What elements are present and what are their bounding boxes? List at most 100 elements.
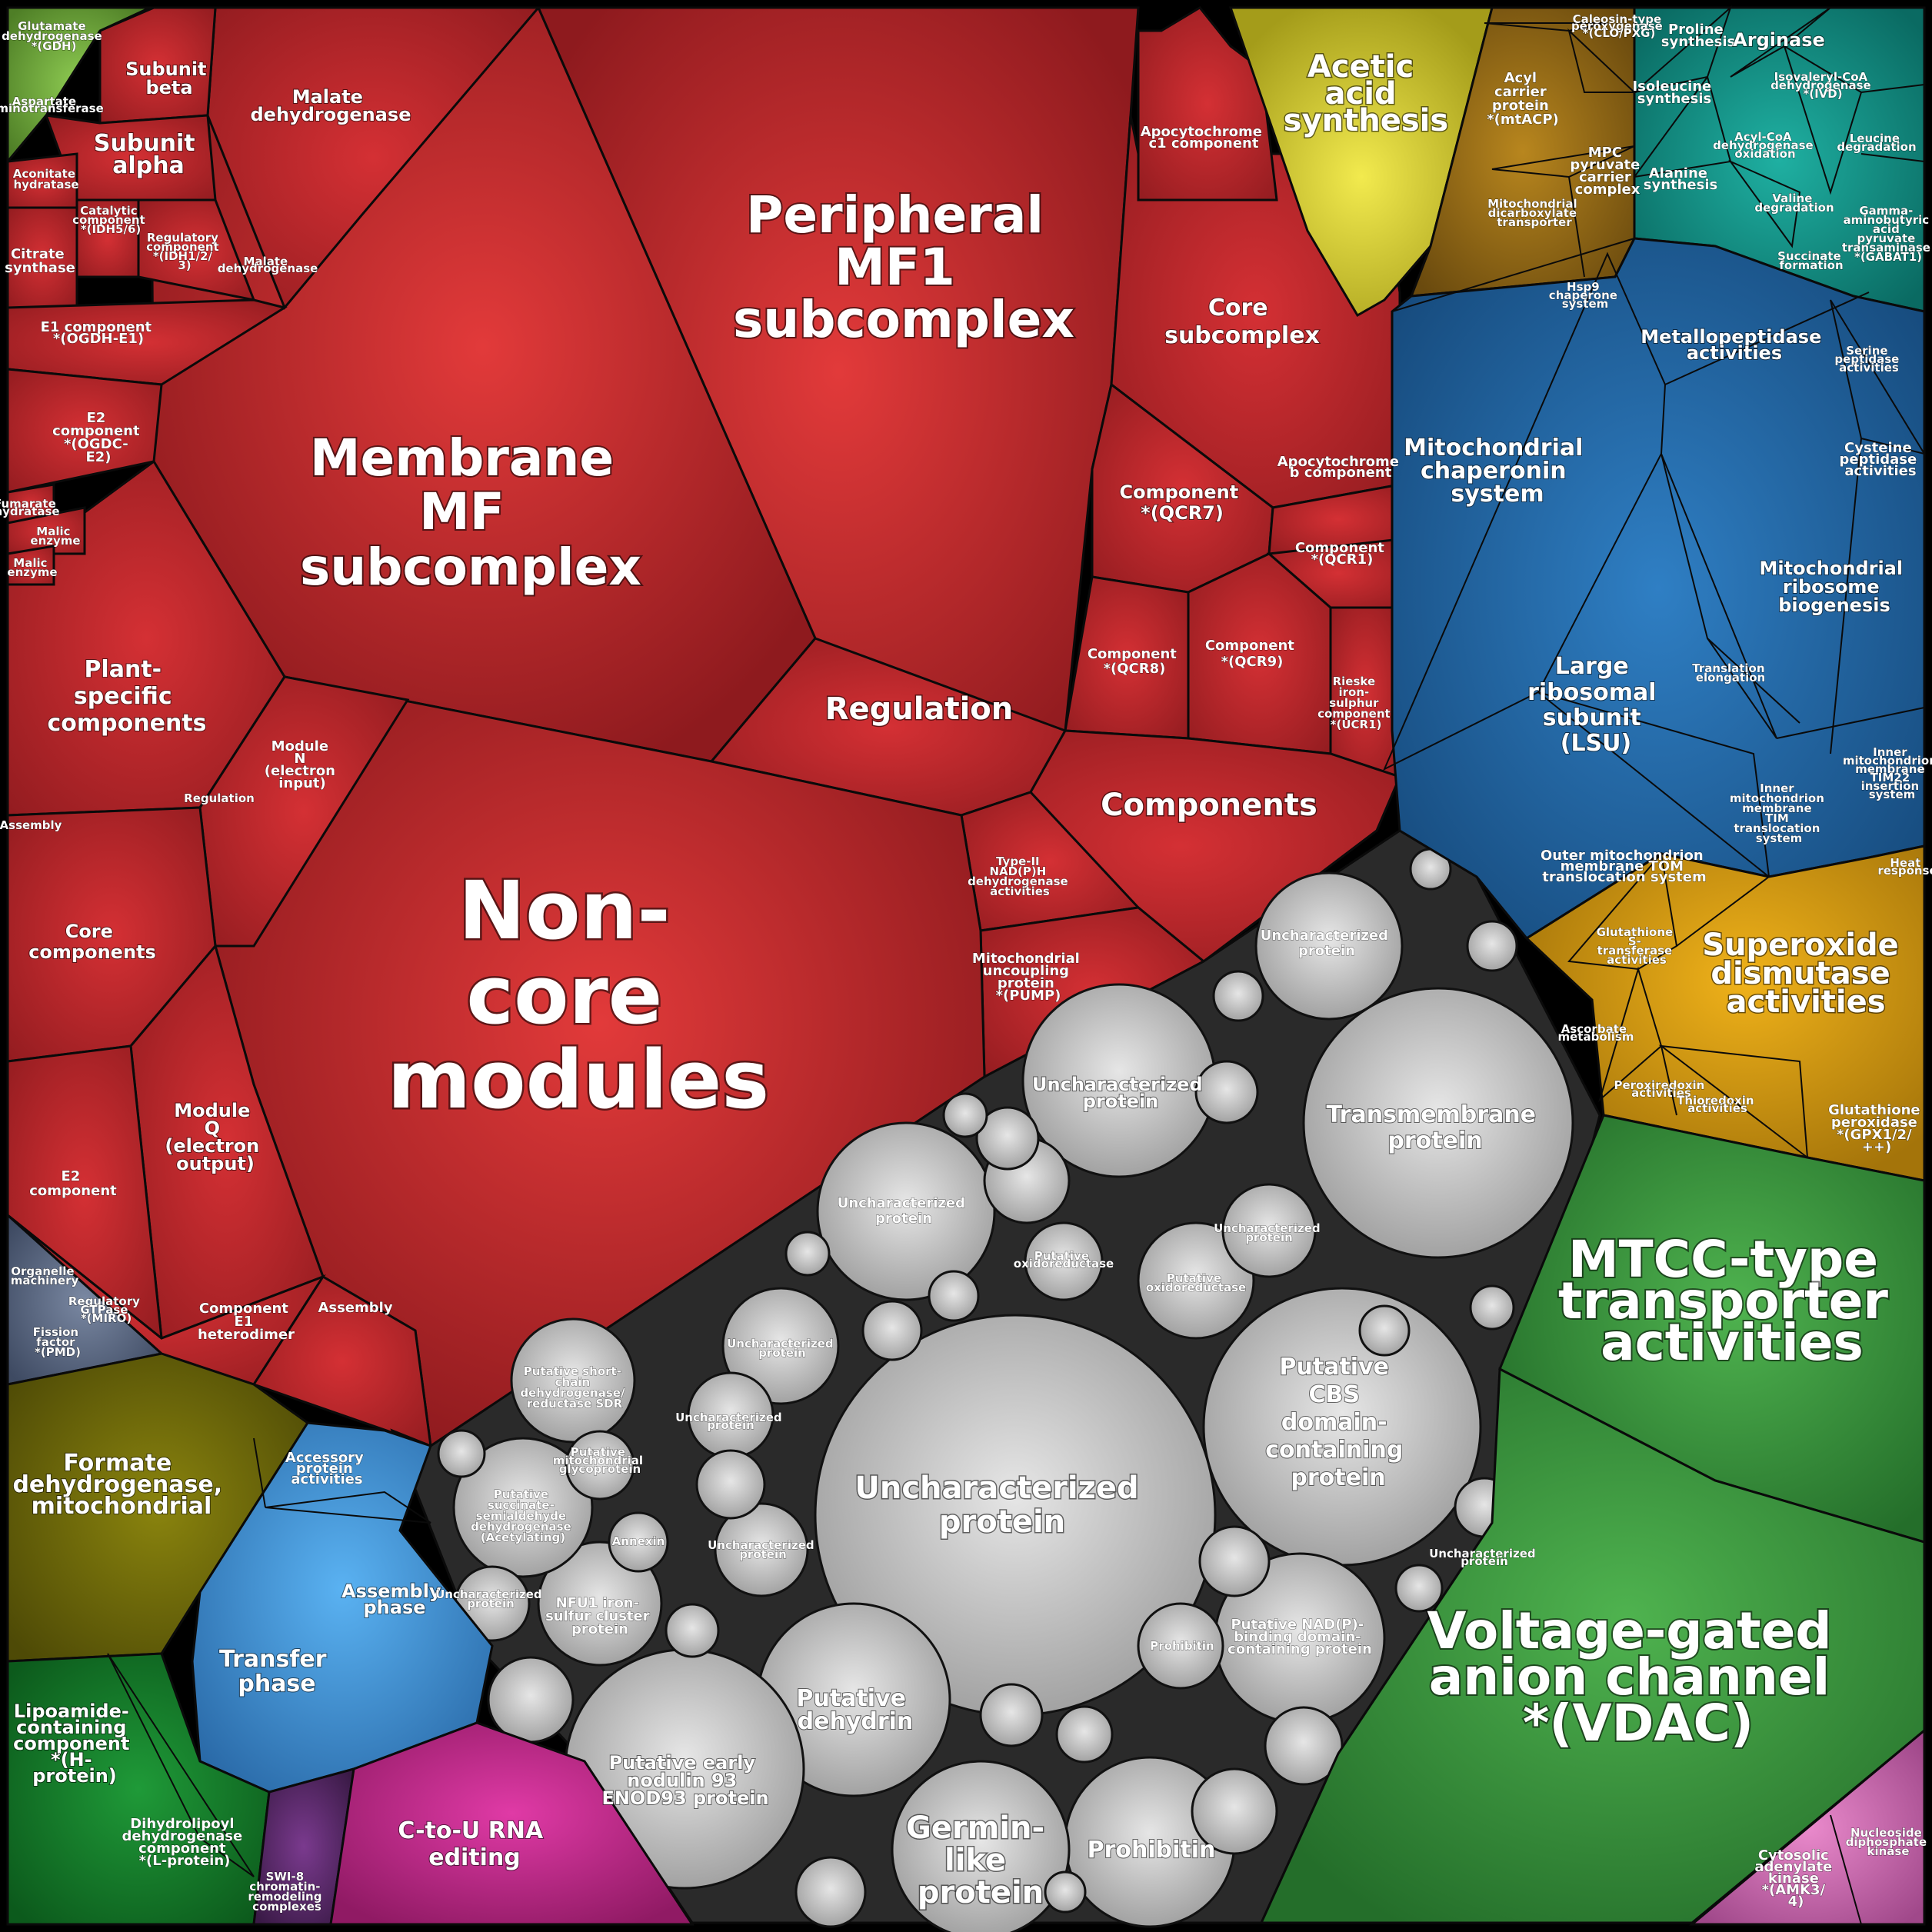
label-nodulin: Putative early nodulin 93 ENOD93 protein xyxy=(601,1752,768,1809)
cell-glutamate-lime[interactable] xyxy=(6,6,151,165)
bubble-uncharacterized-27[interactable] xyxy=(437,1429,486,1478)
bubble-uncharacterized-7[interactable] xyxy=(714,1502,809,1597)
bubble-uncharacterized-21[interactable] xyxy=(928,1270,980,1322)
label-fission: Fission factor *(PMD) xyxy=(33,1325,83,1359)
bubble-oxidoreductase-2[interactable] xyxy=(1024,1221,1104,1301)
label-subunit-alpha: Subunit alpha xyxy=(94,130,203,179)
bubble-germin[interactable] xyxy=(891,1760,1071,1932)
cell-e2-ogdc[interactable] xyxy=(6,368,163,494)
cell-photo-bg[interactable] xyxy=(191,1421,494,1794)
label-prohibitin-1: Prohibitin xyxy=(1088,1837,1216,1864)
bubble-glycoprotein[interactable] xyxy=(565,1430,635,1501)
label-uncharacterized-4: Uncharacterized protein xyxy=(1261,928,1393,959)
bubble-uncharacterized-34[interactable] xyxy=(665,1603,720,1658)
bubble-uncharacterized-13[interactable] xyxy=(975,1106,1040,1171)
label-uncharacterized-8: Uncharacterized protein xyxy=(1214,1221,1324,1244)
label-gaba: Gamma- aminobutyric acid pyruvate transa… xyxy=(1842,204,1932,264)
bubble-uncharacterized-23[interactable] xyxy=(942,1092,988,1138)
bubble-nfu1[interactable] xyxy=(537,1541,663,1667)
bubble-uncharacterized-28[interactable] xyxy=(784,1231,831,1277)
bubble-uncharacterized-18[interactable] xyxy=(979,1683,1044,1747)
label-cysteine-pep: Cysteine peptidase activities xyxy=(1840,440,1922,479)
label-malic2: Malic enzyme xyxy=(7,556,57,579)
label-metallo: Metallopeptidase activities xyxy=(1641,326,1827,364)
bubble-uncharacterized-5[interactable] xyxy=(721,1287,840,1405)
label-valine: Valine degradation xyxy=(1754,192,1834,215)
label-short-chain: Putative short- chain dehydrogenase/ red… xyxy=(520,1364,628,1411)
bubble-uncharacterized-31[interactable] xyxy=(1394,1564,1444,1613)
bubble-oxidoreductase[interactable] xyxy=(1137,1221,1255,1340)
label-uncharacterized-15: Uncharacterized protein xyxy=(675,1411,786,1432)
bubble-uncharacterized-22[interactable] xyxy=(1212,970,1264,1022)
label-e2-ogdc: E2 component *(OGDC- E2) xyxy=(52,410,145,465)
label-uncharacterized-14: Uncharacterized protein xyxy=(435,1587,546,1611)
label-apocytochrome-c1: Apocytochrome c1 component xyxy=(1141,124,1267,152)
label-malic1: Malic enzyme xyxy=(30,525,80,548)
bubble-short-chain[interactable] xyxy=(510,1317,636,1444)
label-translation: Translation elongation xyxy=(1692,661,1769,685)
label-glycoprotein: Putative mitochondrial glycoprotein xyxy=(553,1445,648,1476)
label-inner-tim: Inner mitochondrion membrane TIM translo… xyxy=(1730,781,1828,845)
cell-assembly[interactable] xyxy=(251,1274,432,1448)
label-e2-component: E2 component xyxy=(29,1168,117,1199)
label-germin: Germin- like protein xyxy=(906,1810,1055,1910)
cell-vdac[interactable] xyxy=(1259,1367,1926,1924)
bubble-uncharacterized-32[interactable] xyxy=(1469,1284,1515,1331)
cell-malic1[interactable] xyxy=(6,506,86,555)
label-plant-specific: Plant- specific components xyxy=(48,656,207,737)
label-oxidoreductase-2: Putative oxidoreductase xyxy=(1014,1249,1114,1271)
label-acyl-coa: Acyl-CoA dehydrogenase oxidation xyxy=(1713,130,1817,161)
label-regulation-small: Regulation xyxy=(184,791,255,805)
label-c-to-u: C-to-U RNA editing xyxy=(398,1817,551,1871)
bubble-uncharacterized-4[interactable] xyxy=(1254,871,1404,1021)
label-caleosin: Caleosin-type peroxygenase *(CLO/PXG) xyxy=(1571,12,1667,40)
label-nad-p: Putative NAD(P)- binding domain- contain… xyxy=(1227,1617,1372,1657)
label-malate-small: Malate dehydrogenase xyxy=(218,255,318,275)
bubble-prohibitin-2[interactable] xyxy=(1137,1602,1224,1690)
bubble-uncharacterized-33[interactable] xyxy=(1044,1870,1087,1914)
cell-e1-ogdh[interactable] xyxy=(6,298,288,386)
label-non-core: Non- core modules xyxy=(388,864,769,1127)
bubble-uncharacterized-15[interactable] xyxy=(695,1449,766,1520)
bubble-uncharacterized-29[interactable] xyxy=(1194,1060,1259,1124)
label-rieske: Rieske iron- sulphur component *(UCR1) xyxy=(1317,675,1394,731)
cell-malic2[interactable] xyxy=(6,545,55,586)
bubble-uncharacterized-20[interactable] xyxy=(861,1300,923,1361)
bubble-ssadh[interactable] xyxy=(452,1437,594,1578)
label-acetic: Acetic acid synthesis xyxy=(1284,49,1448,138)
bubble-transmembrane[interactable] xyxy=(1302,987,1574,1259)
bubble-uncharacterized-3[interactable] xyxy=(816,1121,996,1301)
bubble-uncharacterized-26[interactable] xyxy=(1466,920,1518,972)
cell-c-to-u[interactable] xyxy=(329,1721,695,1926)
label-peroxiredoxin: Peroxiredoxin activities xyxy=(1614,1078,1708,1100)
cell-subunit-beta[interactable] xyxy=(98,6,217,125)
label-inner-tim22: Inner mitochondrion membrane TIM22 inser… xyxy=(1843,745,1932,801)
label-tom: Outer mitochondrion membrane TOM translo… xyxy=(1541,848,1708,885)
label-isoleucine: Isoleucine synthesis xyxy=(1632,78,1716,107)
label-regulatory: Regulatory component *(IDH1/2/ 3) xyxy=(146,231,223,272)
label-arginase: Arginase xyxy=(1733,29,1825,51)
bubble-uncharacterized-17[interactable] xyxy=(794,1856,867,1928)
bubble-uncharacterized-24[interactable] xyxy=(1358,1304,1411,1357)
bubble-uncharacterized-12[interactable] xyxy=(1198,1525,1271,1597)
label-chaperonin: Mitochondrial chaperonin system xyxy=(1404,435,1591,508)
label-component-e1: Component E1 heterodimer xyxy=(198,1301,295,1343)
label-uncharacterized-main: Uncharacterized protein xyxy=(854,1471,1149,1540)
label-swi: SWI-8 chromatin- remodeling complexes xyxy=(248,1870,325,1914)
label-nucleoside: Nucleoside diphosphate kinase xyxy=(1846,1826,1931,1858)
bubble-uncharacterized-10[interactable] xyxy=(1191,1767,1278,1855)
cell-nucleotide-pink[interactable] xyxy=(1688,1727,1926,1926)
cell-apocytochrome-c1[interactable] xyxy=(1137,6,1278,202)
bubble-uncharacterized-19[interactable] xyxy=(1055,1705,1114,1764)
label-core-subcomplex: Core subcomplex xyxy=(1164,295,1320,349)
label-transmembrane: Transmembrane protein xyxy=(1327,1101,1544,1154)
label-cbs: Putative CBS domain- containing protein xyxy=(1265,1354,1411,1491)
bubble-uncharacterized-8[interactable] xyxy=(1221,1183,1317,1278)
acetic-region xyxy=(1228,6,1637,318)
cell-redox-bg[interactable] xyxy=(1524,844,1926,1182)
bubble-uncharacterized-16[interactable] xyxy=(487,1656,575,1744)
label-regulation: Regulation xyxy=(825,691,1014,727)
label-annexin: Annexin xyxy=(612,1534,665,1548)
label-mtcc: MTCC-type transporter activities xyxy=(1558,1230,1906,1372)
bubble-annexin[interactable] xyxy=(608,1511,669,1573)
